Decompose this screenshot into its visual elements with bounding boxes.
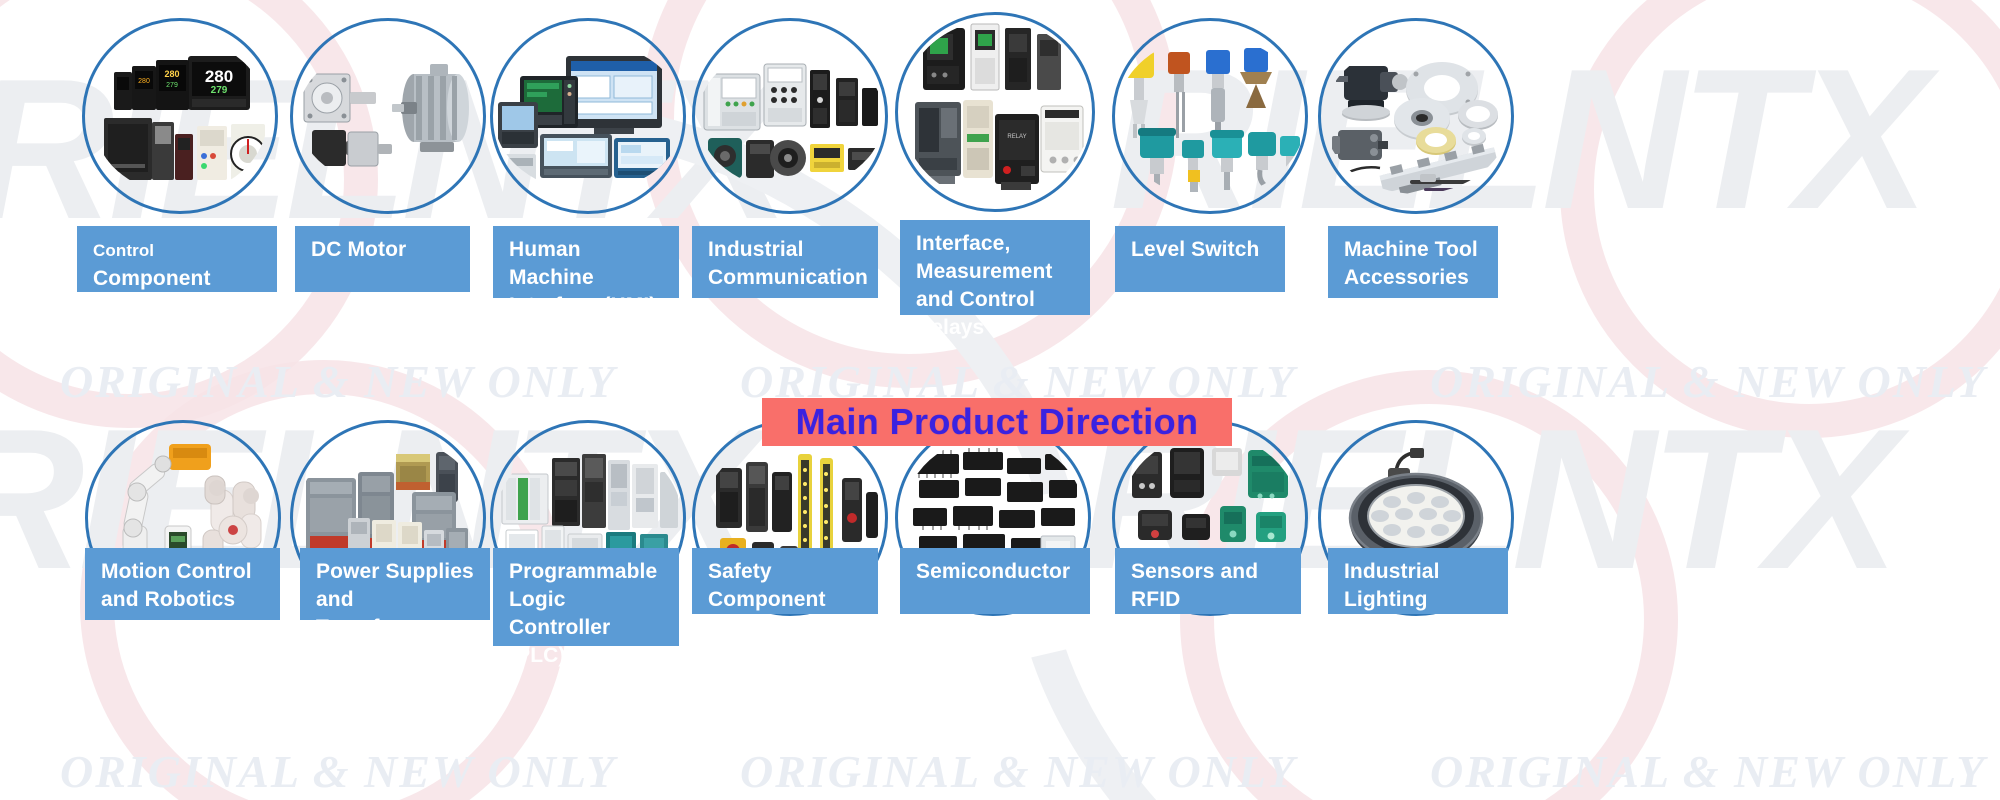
category-label: Semiconductor: [900, 548, 1090, 614]
label-text: Human Machine Interface (HMI): [509, 238, 657, 317]
label-text: Power Supplies and Transformers: [316, 560, 474, 639]
dc-motor-photo: [298, 46, 478, 186]
main-title-banner: Main Product Direction: [762, 398, 1232, 446]
svg-text:280: 280: [164, 69, 179, 79]
svg-text:279: 279: [166, 82, 178, 89]
category-label: Safety Component: [692, 548, 878, 614]
category-circle: [692, 18, 888, 214]
bottom-row: Motion Control and Robotics: [0, 420, 2000, 800]
industrial-communication-photo: [698, 44, 884, 190]
category-label: Motion Control and Robotics: [85, 548, 280, 620]
category-label: Industrial Communication: [692, 226, 878, 298]
label-text: Industrial Communication: [708, 238, 868, 289]
interface-relays-photo: RELAY: [901, 20, 1091, 202]
top-row: 280 279 280 279 280: [77, 12, 1514, 339]
sensors-rfid-photo: [1120, 434, 1300, 602]
category-circle: [290, 18, 486, 214]
category-circle: [1112, 18, 1308, 214]
category-circle: [1318, 420, 1514, 616]
main-title-text: Main Product Direction: [795, 401, 1199, 442]
category-label: Industrial Lighting: [1328, 548, 1508, 614]
category-label: Sensors and RFID: [1115, 548, 1301, 614]
category-circle: [895, 12, 1095, 212]
category-label: Level Switch: [1115, 226, 1285, 292]
label-text: Industrial Lighting: [1344, 560, 1440, 611]
label-text: Machine Tool Accessories: [1344, 238, 1478, 289]
svg-text:RELAY: RELAY: [1007, 134, 1026, 140]
label-text: DC Motor: [311, 238, 407, 261]
svg-text:279: 279: [211, 85, 228, 96]
category-circle: [1318, 18, 1514, 214]
industrial-lighting-photo: [1326, 438, 1506, 598]
label-text: Level Switch: [1131, 238, 1260, 261]
hmi-photo: [494, 42, 684, 192]
category-label: Control Component: [77, 226, 277, 292]
machine-tool-accessories-photo: [1324, 42, 1510, 194]
svg-text:280: 280: [205, 67, 233, 86]
category-circle: [82, 18, 278, 214]
category-circle: [490, 18, 686, 214]
category-label: Programmable Logic Controller (PLC): [493, 548, 679, 667]
label-text: Safety Component: [708, 560, 826, 611]
category-label: Interface, Measurement and Control Relay…: [900, 220, 1090, 339]
svg-text:280: 280: [138, 78, 150, 85]
label-text: Interface, Measurement and Control Relay…: [916, 232, 1053, 339]
label-text: Motion Control and Robotics: [101, 560, 252, 611]
level-switch-photo: [1116, 36, 1306, 198]
category-label: Power Supplies and Transformers: [300, 548, 490, 639]
label-rest: Component: [93, 267, 211, 290]
category-label: Machine Tool Accessories: [1328, 226, 1498, 298]
label-text: Sensors and RFID: [1131, 560, 1259, 611]
category-label: DC Motor: [295, 226, 470, 292]
control-component-photo: 280 279 280 279 280: [92, 38, 268, 194]
category-label: Human Machine Interface (HMI): [493, 226, 679, 317]
label-lead: Control: [93, 241, 155, 260]
label-text: Semiconductor: [916, 560, 1071, 583]
label-text: Programmable Logic Controller (PLC): [509, 560, 658, 667]
